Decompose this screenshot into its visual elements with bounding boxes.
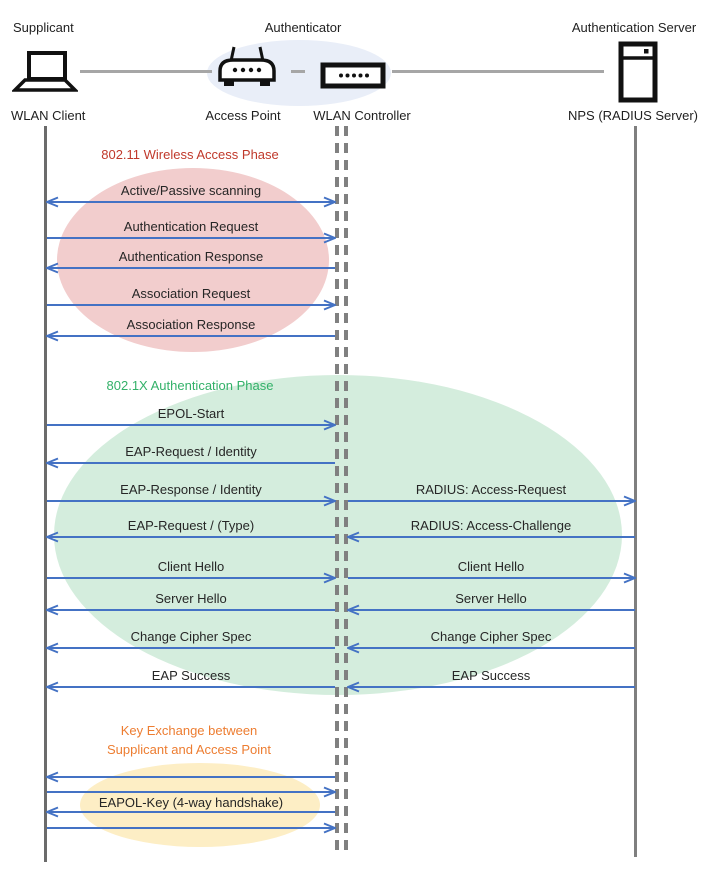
message-label: EAP Success [451, 668, 531, 683]
wlan-controller-icon [320, 62, 386, 94]
phase-3-title: Key Exchange between [120, 723, 258, 738]
message-label: Authentication Response [118, 249, 264, 264]
message-label: EAPOL-Key (4-way handshake) [98, 795, 284, 810]
access-point-icon [216, 45, 278, 97]
controller-lifeline-dashed-right [344, 126, 348, 852]
message-arrow-left-segment [46, 531, 336, 543]
message-label: Client Hello [457, 559, 525, 574]
message-arrow-left-segment [46, 457, 336, 469]
role-label-supplicant: Supplicant [13, 20, 74, 35]
message-arrow-left-segment [46, 196, 336, 208]
message-arrow-right-segment [347, 572, 636, 584]
message-label: Server Hello [155, 591, 227, 606]
device-label-wlan-client: WLAN Client [11, 108, 86, 123]
message-arrow-left-segment [46, 299, 336, 311]
message-arrow-left-segment [46, 786, 336, 798]
controller-lifeline-dashed-left [335, 126, 339, 852]
laptop-icon [10, 50, 80, 99]
message-arrow-left-segment [46, 642, 336, 654]
connector-line-ap-controller [291, 70, 305, 73]
message-arrow-left-segment [46, 495, 336, 507]
message-arrow-left-segment [46, 330, 336, 342]
phase-1-title: 802.11 Wireless Access Phase [101, 147, 279, 162]
role-label-authenticator: Authenticator [264, 20, 342, 35]
message-label: Change Cipher Spec [130, 629, 252, 644]
message-arrow-left-segment [46, 771, 336, 783]
message-label: EAP-Response / Identity [120, 482, 262, 497]
message-arrow-right-segment [347, 495, 636, 507]
message-label: EAP-Request / Identity [125, 444, 257, 459]
message-label: Active/Passive scanning [120, 183, 262, 198]
phase-3-title: Supplicant and Access Point [106, 742, 272, 757]
message-arrow-left-segment [46, 232, 336, 244]
device-label-wlan-controller: WLAN Controller [313, 108, 411, 123]
message-arrow-right-segment [347, 681, 636, 693]
message-arrow-left-segment [46, 419, 336, 431]
message-arrow-left-segment [46, 806, 336, 818]
message-label: Client Hello [157, 559, 225, 574]
client-lifeline [44, 126, 47, 862]
message-label: EPOL-Start [157, 406, 225, 421]
message-label: RADIUS: Access-Challenge [410, 518, 572, 533]
message-label: EAP Success [151, 668, 231, 683]
message-arrow-left-segment [46, 262, 336, 274]
message-arrow-left-segment [46, 822, 336, 834]
message-label: Association Request [131, 286, 251, 301]
message-label: Authentication Request [123, 219, 259, 234]
role-label-authentication-server: Authentication Server [571, 20, 697, 35]
device-label-nps-radius-server: NPS (RADIUS Server) [567, 108, 699, 123]
server-icon [618, 41, 658, 108]
phase-2-title: 802.1X Authentication Phase [106, 378, 274, 393]
message-label: RADIUS: Access-Request [415, 482, 567, 497]
message-label: EAP-Request / (Type) [127, 518, 255, 533]
connector-line-client-ap [80, 70, 212, 73]
connector-line-controller-server [392, 70, 604, 73]
message-label: Server Hello [455, 591, 527, 606]
message-arrow-left-segment [46, 681, 336, 693]
phase-1-ellipse [57, 168, 329, 352]
message-label: Association Response [126, 317, 256, 332]
server-lifeline [634, 126, 637, 857]
device-label-access-point: Access Point [205, 108, 281, 123]
message-label: Change Cipher Spec [430, 629, 552, 644]
message-arrow-left-segment [46, 572, 336, 584]
message-arrow-right-segment [347, 604, 636, 616]
message-arrow-right-segment [347, 531, 636, 543]
message-arrow-right-segment [347, 642, 636, 654]
message-arrow-left-segment [46, 604, 336, 616]
